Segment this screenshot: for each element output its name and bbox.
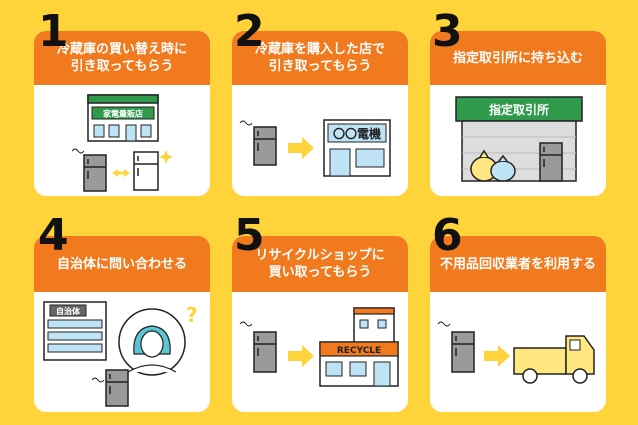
step-number-3: 3 — [432, 6, 463, 57]
new-fridge-icon — [133, 150, 173, 191]
step-header-1: 冷蔵庫の買い替え時に 引き取ってもらう — [34, 31, 210, 85]
truck-icon — [513, 335, 595, 384]
step-5-illustration: RECYCLE — [232, 292, 408, 412]
old-fridge-icon — [437, 321, 475, 373]
step-1-line-2: 引き取ってもらう — [70, 59, 174, 74]
step-4-illustration: 自治体 ? — [34, 292, 210, 412]
step-3-line-1: 指定取引所に持ち込む — [452, 50, 583, 66]
step-number-6: 6 — [432, 210, 463, 261]
step-4-line-1: 自治体に問い合わせる — [56, 256, 187, 272]
step-number-5: 5 — [234, 210, 265, 261]
city-hall-icon: 自治体 — [43, 301, 107, 361]
step-number-1: 1 — [38, 6, 69, 57]
step-header-2: 冷蔵庫を購入した店で 引き取ってもらう — [232, 31, 408, 85]
shop-sign: 〇〇電機 — [333, 126, 381, 141]
svg-text:?: ? — [186, 303, 198, 327]
step-header-6: 不用品回収業者を利用する — [430, 236, 606, 292]
step-card-4: 自治体に問い合わせる 自治体 ? — [34, 236, 210, 412]
step-card-1: 冷蔵庫の買い替え時に 引き取ってもらう 家電量販店 — [34, 31, 210, 196]
step-number-4: 4 — [38, 210, 69, 261]
step-2-illustration: 〇〇電機 — [232, 85, 408, 196]
exchange-arrow-icon — [112, 169, 130, 177]
step-1-illustration: 家電量販店 — [34, 85, 210, 196]
fridge-icon — [91, 369, 129, 407]
fridge-icon — [539, 142, 563, 182]
step-3-illustration: 指定取引所 — [430, 85, 606, 196]
arrow-right-icon — [288, 137, 314, 159]
electronics-store-icon: 家電量販店 — [87, 94, 159, 142]
recycle-shop-icon: RECYCLE — [319, 307, 399, 387]
old-fridge-icon — [71, 148, 107, 192]
city-hall-sign: 自治体 — [56, 306, 81, 316]
person-question-icon: ? — [118, 303, 198, 376]
step-5-line-2: 買い取ってもらう — [268, 265, 372, 280]
step-card-3: 指定取引所に持ち込む 指定取引所 — [430, 31, 606, 196]
step-5-line-1: リサイクルショップに — [255, 248, 385, 263]
facility-sign: 指定取引所 — [489, 102, 549, 117]
old-fridge-icon — [239, 120, 277, 166]
arrow-right-icon — [288, 345, 314, 367]
step-2-line-1: 冷蔵庫を購入した店で — [254, 42, 385, 57]
step-1-line-1: 冷蔵庫の買い替え時に — [56, 42, 187, 57]
old-fridge-icon — [239, 321, 277, 373]
step-header-4: 自治体に問い合わせる — [34, 236, 210, 292]
shop-icon: 〇〇電機 — [323, 119, 391, 177]
step-card-2: 冷蔵庫を購入した店で 引き取ってもらう 〇〇電機 — [232, 31, 408, 196]
step-header-5: リサイクルショップに 買い取ってもらう — [232, 236, 408, 292]
garbage-bag-icon — [470, 149, 516, 182]
step-2-line-2: 引き取ってもらう — [268, 59, 372, 74]
step-number-2: 2 — [234, 6, 265, 57]
recycle-sign: RECYCLE — [337, 346, 381, 356]
step-6-illustration — [430, 292, 606, 412]
arrow-right-icon — [484, 345, 510, 367]
step-card-5: リサイクルショップに 買い取ってもらう RECYC — [232, 236, 408, 412]
step-6-line-1: 不用品回収業者を利用する — [439, 256, 596, 272]
store-sign: 家電量販店 — [103, 109, 143, 119]
step-header-3: 指定取引所に持ち込む — [430, 31, 606, 85]
step-card-6: 不用品回収業者を利用する — [430, 236, 606, 412]
